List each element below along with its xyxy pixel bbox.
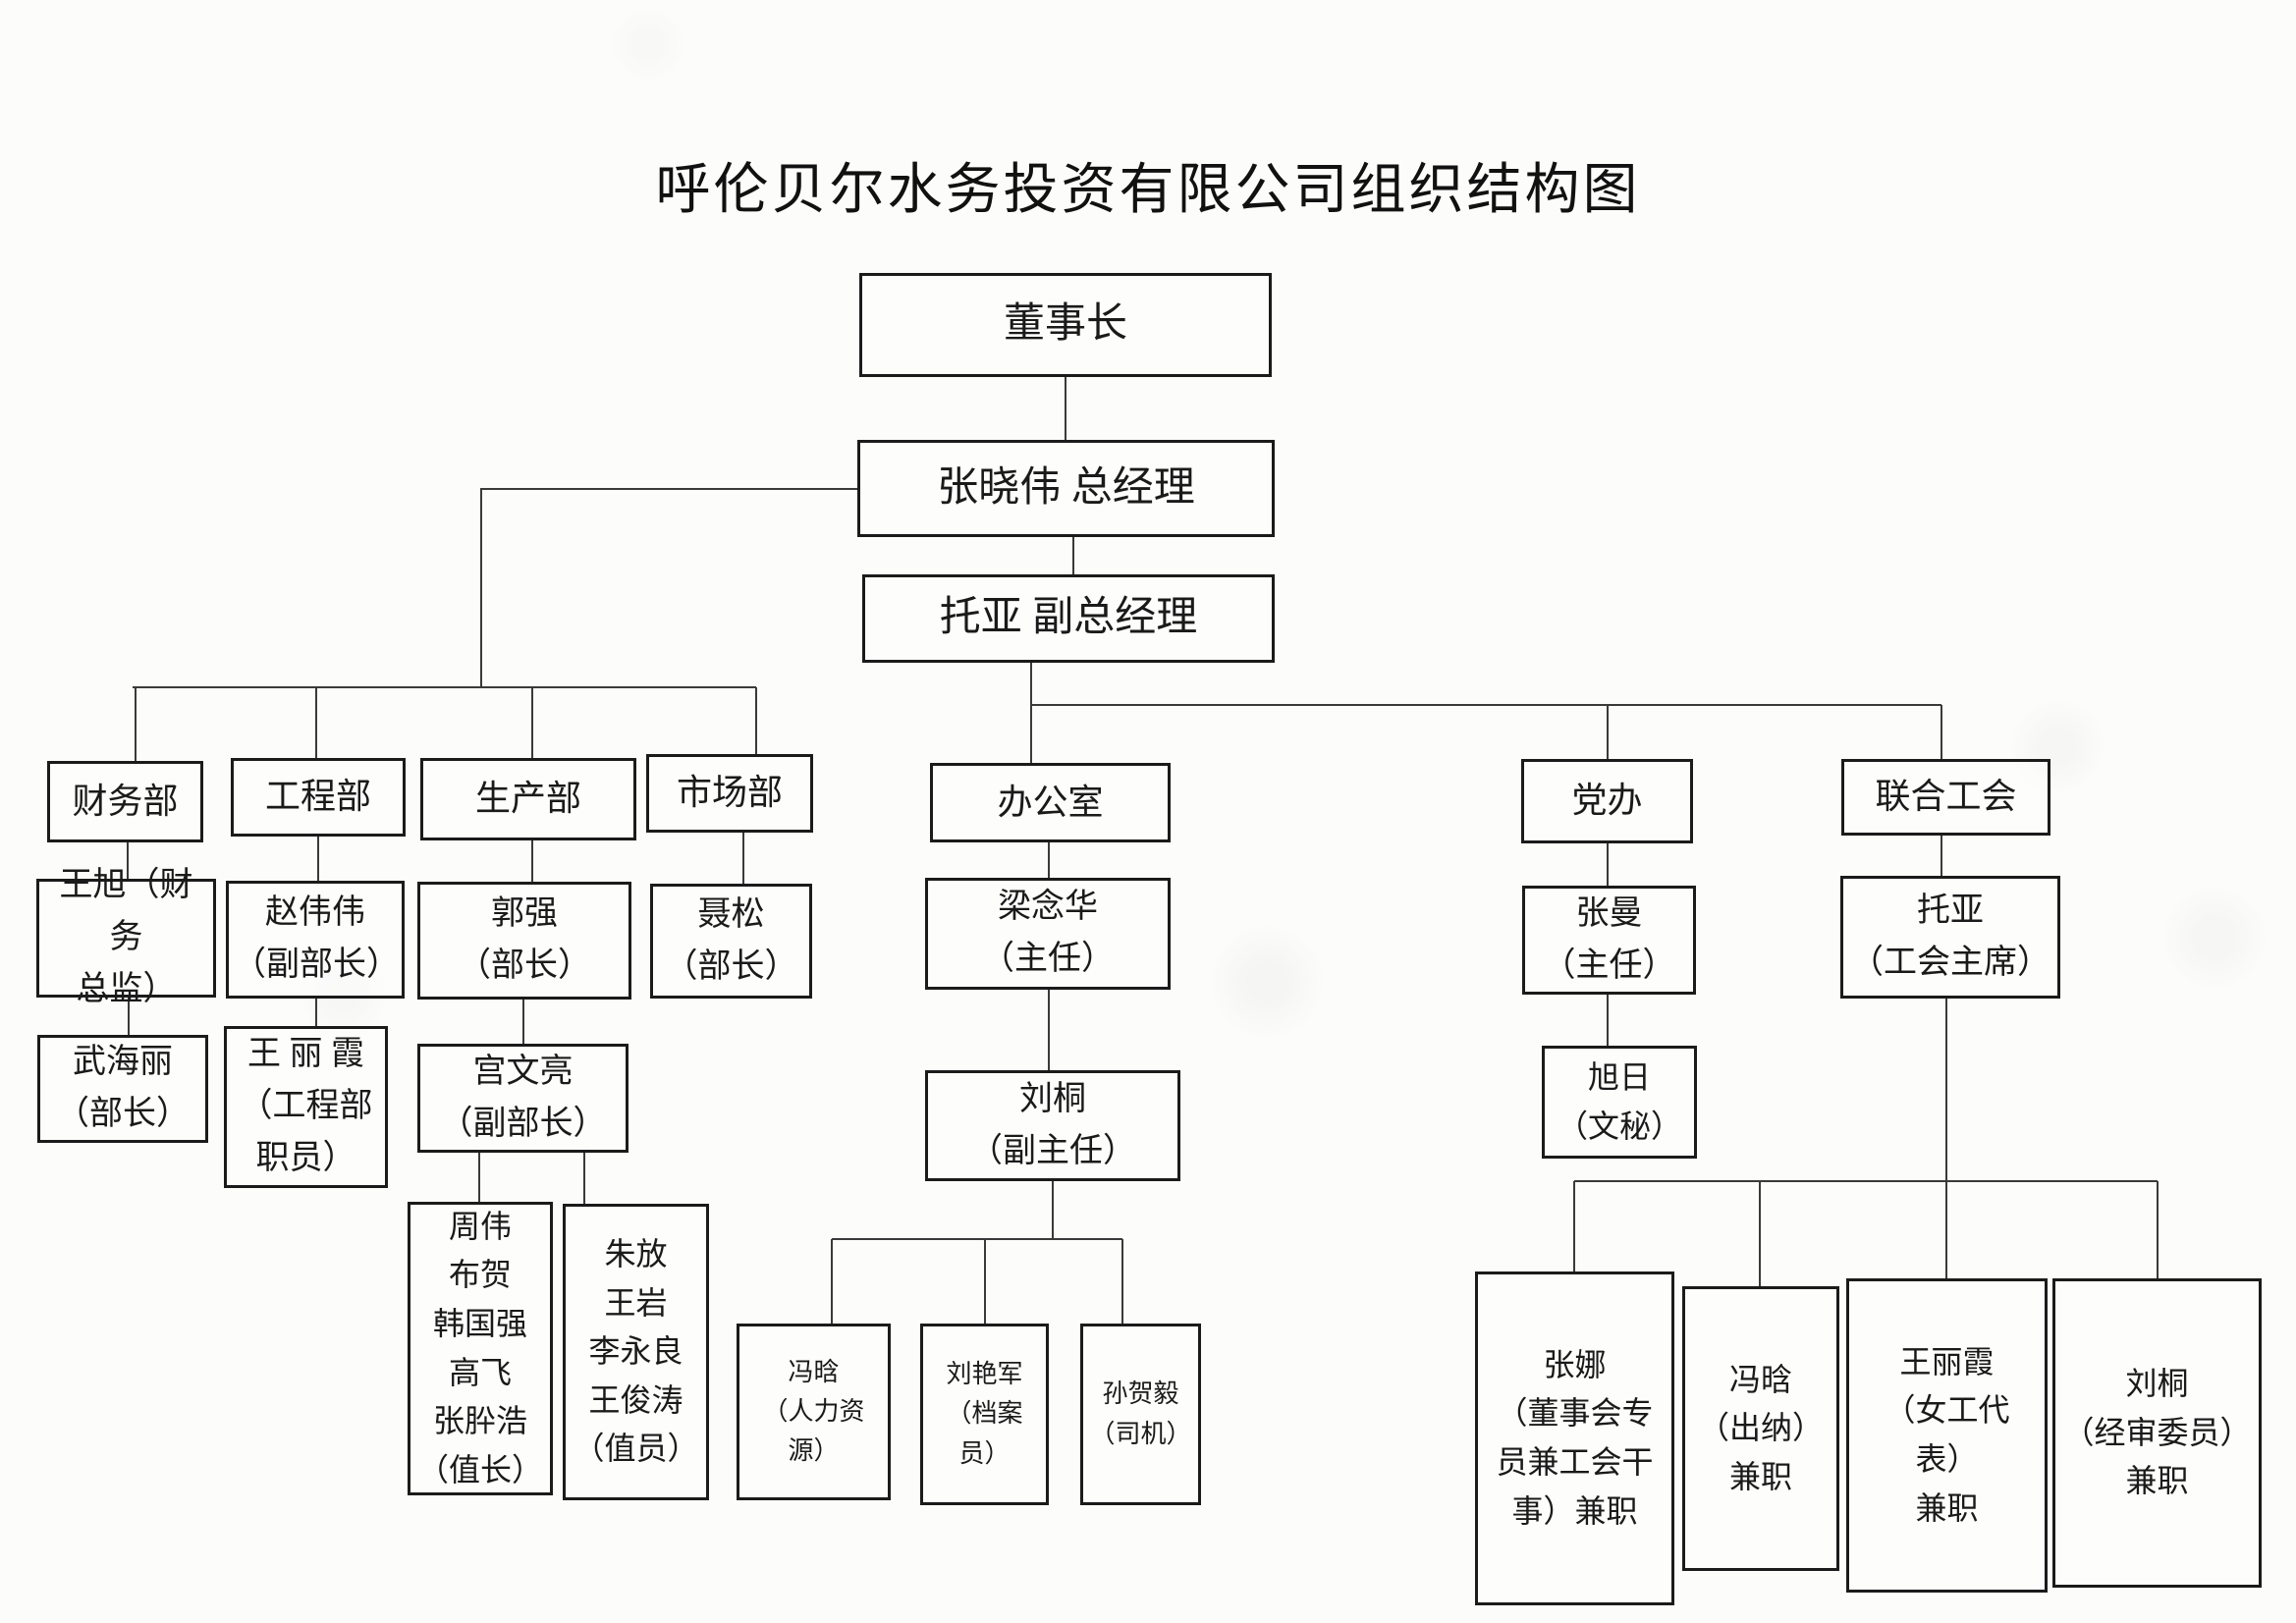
general-manager-label: 张晓伟 总经理 [937,464,1195,511]
liu-tong-union-label: 刘桐 （经审委员） 兼职 [2062,1366,2252,1499]
connector-gm-left-branch [480,488,857,687]
zhao-weiwei-label: 赵伟伟 （副部长） [233,894,400,983]
deputy-general-manager-box: 托亚 副总经理 [862,574,1275,663]
dept-union-box: 联合工会 [1841,759,2050,836]
dept-party-box: 党办 [1521,759,1693,843]
liu-yanjun-label: 刘艳军 （档案员） [946,1360,1023,1468]
wang-xu-box: 王旭（财务 总监） [36,867,216,1007]
liu-tong-union-box: 刘桐 （经审委员） 兼职 [2052,1278,2262,1588]
dept-engineering-label: 工程部 [264,777,371,817]
wang-lixia-union-box: 王丽霞 （女工代表） 兼职 [1846,1278,2048,1593]
dept-production-box: 生产部 [420,758,636,840]
general-manager-box: 张晓伟 总经理 [857,440,1275,537]
wu-haili-label: 武海丽 （部长） [56,1044,190,1132]
gong-wenliang-box: 宫文亮 （副部长） [417,1044,629,1153]
feng-han-cashier-label: 冯晗 （出纳） 兼职 [1697,1361,1824,1494]
dept-union-label: 联合工会 [1875,777,2017,817]
sun-heyi-label: 孙贺毅 （司机） [1089,1380,1192,1448]
sun-heyi-box: 孙贺毅 （司机） [1080,1324,1201,1505]
zhang-man-box: 张曼 （主任） [1522,886,1696,995]
shift-leader-group-label: 周伟 布贺 韩国强 高飞 张肸浩 （值长） [416,1208,543,1488]
shift-member-group-box: 朱放 王岩 李永良 王俊涛 （值员） [563,1204,709,1500]
liu-yanjun-box: 刘艳军 （档案员） [920,1324,1049,1505]
wang-lixia-union-label: 王丽霞 （女工代表） 兼职 [1884,1343,2010,1526]
dept-finance-label: 财务部 [72,781,179,821]
zhang-man-label: 张曼 （主任） [1542,894,1676,984]
wang-lixia-engineering-box: 王 丽 霞 （工程部 职员） [224,1026,388,1188]
liang-nianhua-box: 梁念华 （主任） [925,878,1171,990]
wang-lixia-engineering-label: 王 丽 霞 （工程部 职员） [239,1036,373,1176]
dept-office-label: 办公室 [997,782,1104,822]
zhang-na-label: 张娜 （董事会专 员兼工会干 事）兼职 [1496,1346,1654,1529]
feng-han-hr-label: 冯晗 （人力资源） [762,1357,865,1466]
xu-ri-box: 旭日 （文秘） [1542,1046,1697,1159]
tuoya-union-chair-box: 托亚 （工会主席） [1840,876,2060,999]
shift-member-group-label: 朱放 王岩 李永良 王俊涛 （值员） [573,1236,699,1467]
nie-song-box: 聂松 （部长） [650,884,812,999]
feng-han-hr-box: 冯晗 （人力资源） [737,1324,891,1500]
dept-party-label: 党办 [1571,781,1643,821]
guo-qiang-box: 郭强 （部长） [417,882,631,1000]
feng-han-cashier-box: 冯晗 （出纳） 兼职 [1682,1286,1839,1571]
dept-engineering-box: 工程部 [231,758,406,837]
chairman-label: 董事长 [1003,301,1127,348]
zhao-weiwei-box: 赵伟伟 （副部长） [226,881,405,999]
dept-market-box: 市场部 [646,754,813,833]
dept-finance-box: 财务部 [47,761,203,842]
xu-ri-label: 旭日 （文秘） [1556,1058,1682,1144]
gong-wenliang-label: 宫文亮 （副部长） [439,1053,607,1142]
page-title: 呼伦贝尔水务投资有限公司组织结构图 [655,160,1641,221]
chairman-box: 董事长 [859,273,1272,377]
nie-song-label: 聂松 （部长） [664,895,798,985]
dept-office-box: 办公室 [930,763,1171,842]
guo-qiang-label: 郭强 （部长） [458,895,591,984]
deputy-general-manager-label: 托亚 副总经理 [939,595,1198,641]
tuoya-union-chair-label: 托亚 （工会主席） [1850,892,2050,981]
zhang-na-box: 张娜 （董事会专 员兼工会干 事）兼职 [1475,1271,1674,1605]
shift-leader-group-box: 周伟 布贺 韩国强 高飞 张肸浩 （值长） [408,1202,553,1495]
liu-tong-deputy-label: 刘桐 （副主任） [969,1080,1136,1169]
wang-xu-label: 王旭（财务 总监） [59,867,193,1007]
dept-market-label: 市场部 [676,773,783,813]
wu-haili-box: 武海丽 （部长） [37,1035,208,1143]
liu-tong-deputy-box: 刘桐 （副主任） [925,1070,1180,1181]
dept-production-label: 生产部 [474,779,581,819]
liang-nianhua-label: 梁念华 （主任） [981,889,1115,977]
